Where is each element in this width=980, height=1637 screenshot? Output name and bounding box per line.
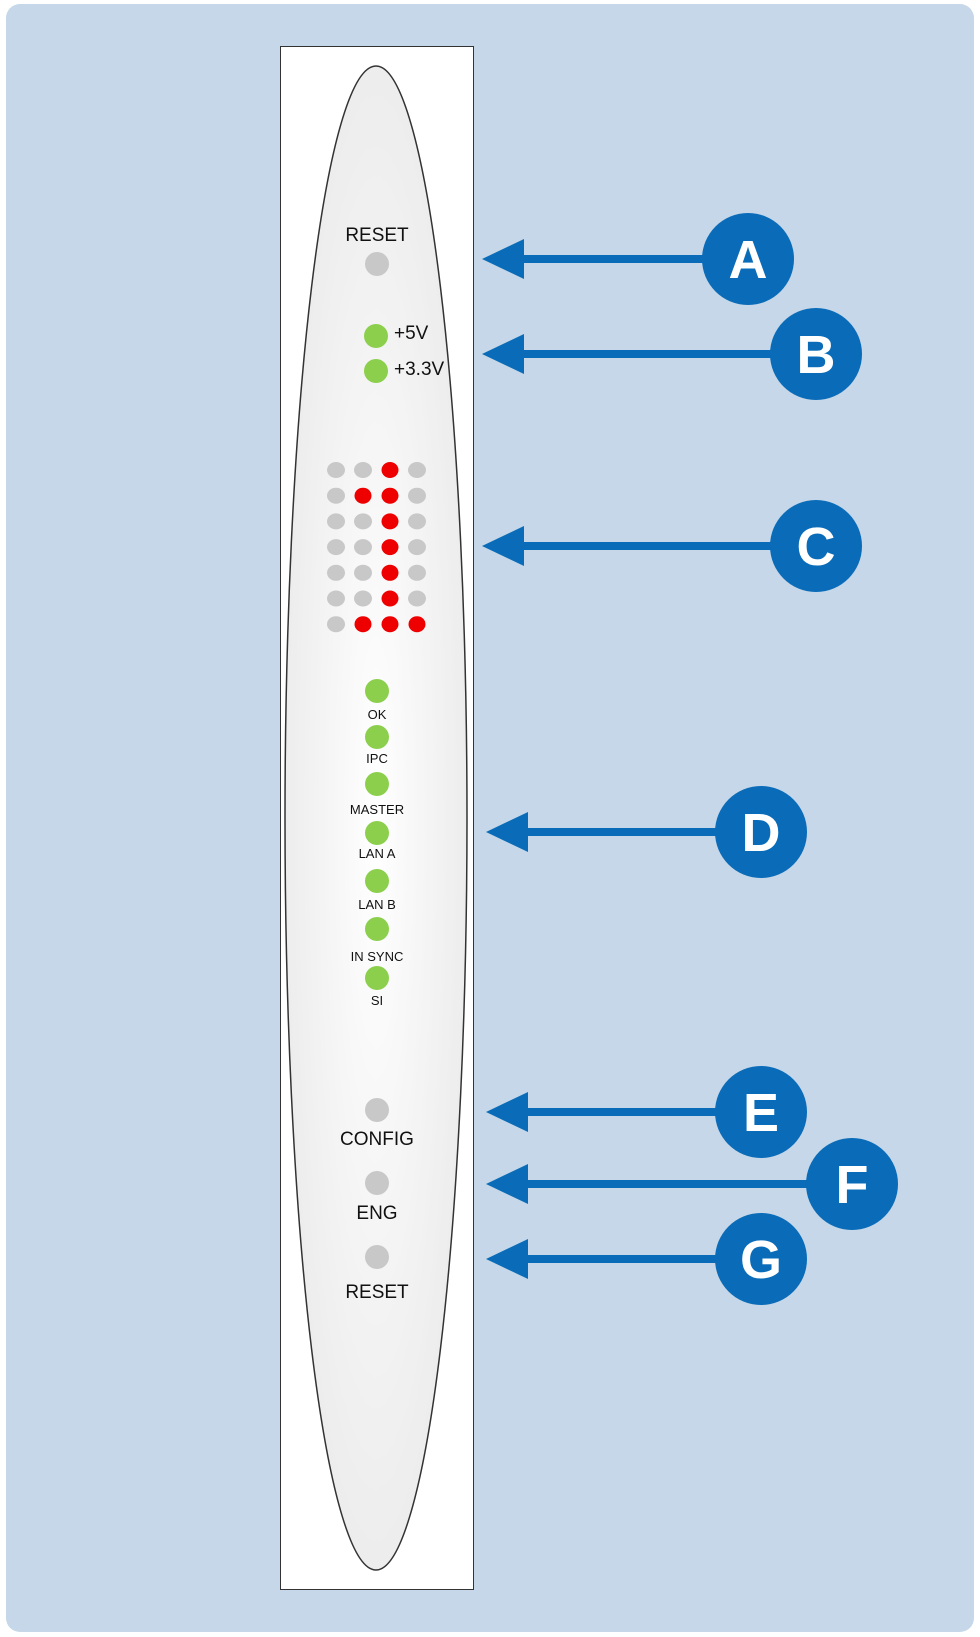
status-led-in-sync [365, 917, 389, 941]
bottom-reset-button[interactable] [365, 1245, 389, 1269]
status-label-lan-a: LAN A [358, 846, 396, 861]
status-label-master: MASTER [349, 802, 405, 817]
matrix-led-r6-c4 [408, 590, 426, 607]
status-led-si [365, 966, 389, 990]
status-led-master [365, 772, 389, 796]
bottom-reset-label: RESET [345, 1282, 409, 1303]
status-led-ok [365, 679, 389, 703]
callout-arrow-a [482, 239, 710, 279]
matrix-led-r7-c3 [381, 616, 399, 633]
callout-badge-c: C [770, 500, 862, 592]
status-label-ok: OK [367, 707, 387, 722]
matrix-led-r4-c3 [381, 539, 399, 556]
matrix-led-r1-c3 [381, 462, 399, 478]
svg-text:C: C [797, 517, 836, 577]
svg-text:B: B [797, 325, 836, 385]
callout-badge-b: B [770, 308, 862, 400]
status-led-lan-b [365, 869, 389, 893]
status-led-ipc [365, 725, 389, 749]
callout-arrow-f [486, 1164, 810, 1204]
callout-badge-f: F [806, 1138, 898, 1230]
callout-arrow-d [486, 812, 720, 852]
callout-badge-d: D [715, 786, 807, 878]
callout-badge-a: A [702, 213, 794, 305]
matrix-led-r4-c1 [327, 539, 345, 556]
matrix-led-r4-c4 [408, 539, 426, 556]
status-label-ipc: IPC [366, 751, 388, 766]
matrix-led-r7-c2 [354, 616, 372, 633]
eng-button[interactable] [365, 1171, 389, 1195]
callout-arrow-c [482, 526, 775, 566]
svg-text:D: D [742, 803, 781, 863]
matrix-led-r5-c3 [381, 564, 399, 581]
matrix-led-r3-c3 [381, 513, 399, 530]
led-5v [364, 324, 388, 348]
callout-arrow-e [486, 1092, 720, 1132]
matrix-led-r5-c4 [408, 564, 426, 581]
matrix-led-r2-c3 [381, 487, 399, 504]
matrix-led-r3-c1 [327, 513, 345, 530]
led-3-3v [364, 359, 388, 383]
matrix-led-r7-c1 [327, 616, 345, 633]
callout-badge-g: G [715, 1213, 807, 1305]
svg-text:F: F [836, 1155, 869, 1215]
status-label-si: SI [370, 993, 384, 1008]
matrix-led-r5-c2 [354, 564, 372, 581]
matrix-led-r6-c2 [354, 590, 372, 607]
matrix-led-r6-c3 [381, 590, 399, 607]
svg-text:G: G [740, 1230, 782, 1290]
matrix-led-r4-c2 [354, 539, 372, 556]
matrix-led-r2-c4 [408, 487, 426, 504]
panel-oval [284, 65, 468, 1571]
matrix-led-r1-c4 [408, 462, 426, 478]
config-label: CONFIG [340, 1129, 414, 1150]
matrix-led-r2-c1 [327, 487, 345, 504]
callout-badge-e: E [715, 1066, 807, 1158]
diagram-background [6, 4, 974, 1632]
matrix-led-r2-c2 [354, 487, 372, 504]
status-led-lan-a [365, 821, 389, 845]
power-label-3-3v: +3.3V [394, 359, 445, 380]
matrix-led-r3-c4 [408, 513, 426, 530]
matrix-led-r5-c1 [327, 564, 345, 581]
matrix-led-r3-c2 [354, 513, 372, 530]
callout-arrow-b [482, 334, 775, 374]
status-label-in-sync: IN SYNC [350, 949, 404, 964]
status-label-lan-b: LAN B [358, 897, 396, 912]
matrix-led-r1-c2 [354, 462, 372, 478]
matrix-led-r6-c1 [327, 590, 345, 607]
eng-label: ENG [356, 1203, 398, 1224]
svg-text:E: E [743, 1083, 779, 1143]
status-led-column [365, 679, 389, 990]
power-label-5v: +5V [394, 323, 429, 344]
top-reset-label: RESET [345, 225, 409, 246]
config-button[interactable] [365, 1098, 389, 1122]
matrix-led-r1-c1 [327, 462, 345, 478]
callout-arrow-g [486, 1239, 720, 1279]
svg-text:A: A [729, 230, 768, 290]
matrix-led-r7-c4 [408, 616, 426, 633]
top-reset-button[interactable] [365, 252, 389, 276]
led-matrix [327, 462, 426, 633]
